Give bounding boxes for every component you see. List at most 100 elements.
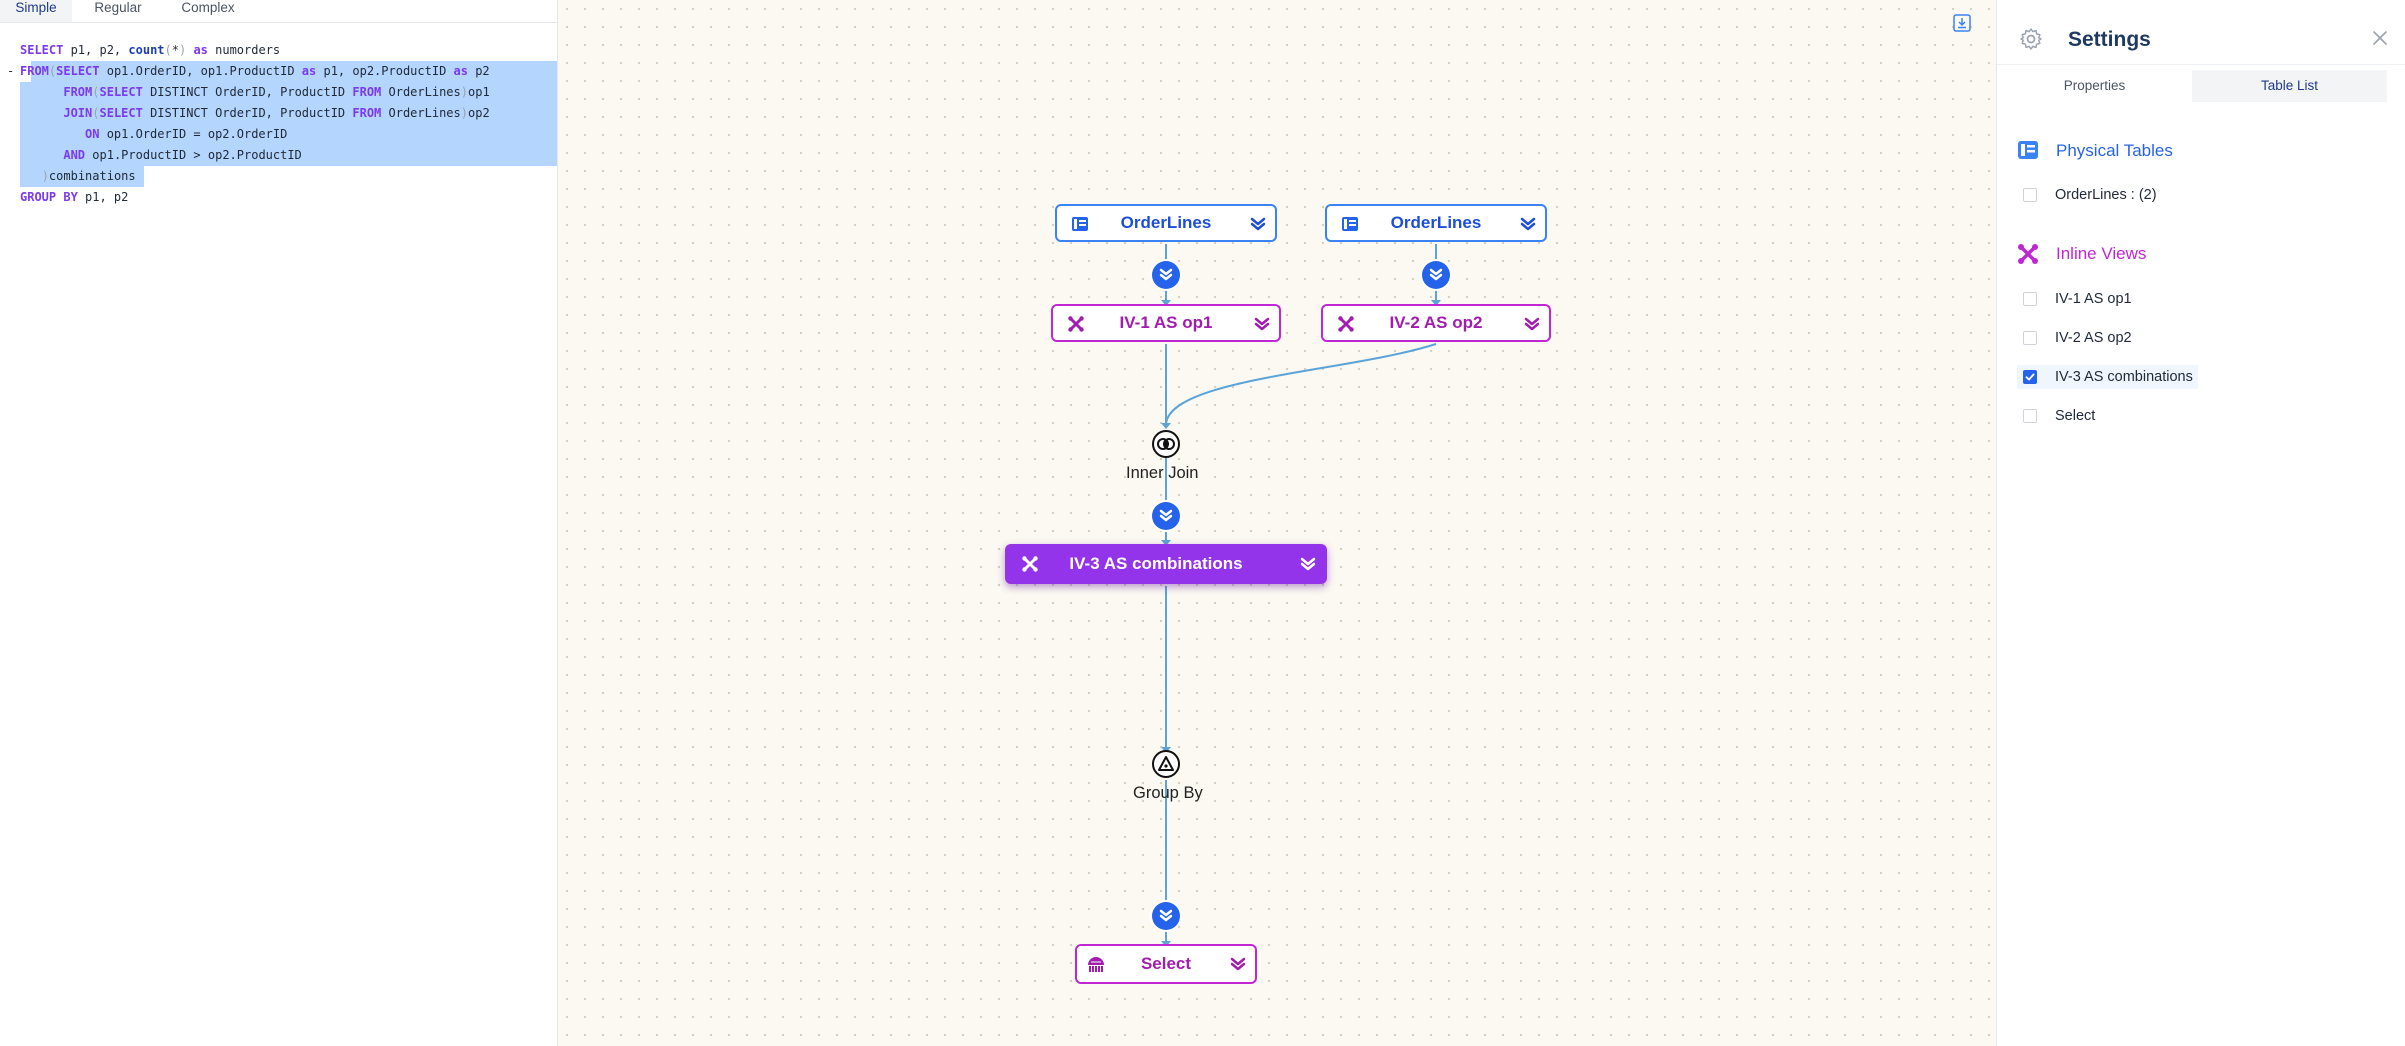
settings-title: Settings (2068, 28, 2151, 51)
node-label: IV-2 AS op2 (1389, 313, 1483, 332)
code-token: ( (48, 64, 57, 78)
settings-tabs: Properties Table List (1997, 70, 2393, 102)
tab-table-list[interactable]: Table List (2192, 70, 2387, 102)
table-node-orderlines-1[interactable]: OrderLines (1055, 204, 1277, 242)
code-token: ( (92, 106, 100, 120)
inline-view-list-item-label: IV-3 AS combinations (2055, 369, 2193, 385)
table-list-item[interactable]: OrderLines : (2) (2017, 183, 2160, 207)
fold-toggle[interactable]: - (7, 64, 15, 78)
inline-view-node-iv2[interactable]: IV-2 AS op2 (1321, 304, 1551, 342)
code-token: ( (164, 43, 172, 57)
inline-view-icon (1068, 316, 1084, 332)
expand-connector[interactable] (1152, 902, 1180, 930)
download-icon[interactable] (1953, 14, 1971, 32)
node-label: OrderLines (1390, 213, 1482, 232)
checkbox[interactable] (2023, 292, 2037, 306)
chevron-down-icon[interactable] (1249, 215, 1267, 233)
double-chevron-down-icon (1159, 509, 1173, 522)
physical-tables-title: Physical Tables (2056, 141, 2173, 160)
gear-icon (2020, 28, 2042, 50)
tab-properties[interactable]: Properties (2063, 78, 2126, 93)
inline-view-list-item[interactable]: IV-3 AS combinations (2017, 365, 2198, 389)
code-token: ) (178, 43, 187, 57)
inline-view-list-item[interactable]: IV-1 AS op1 (2017, 287, 2135, 311)
node-label: OrderLines (1120, 213, 1212, 232)
table-icon (1342, 217, 1358, 231)
inline-view-node-iv1[interactable]: IV-1 AS op1 (1051, 304, 1281, 342)
group-by-operator[interactable] (1152, 750, 1180, 778)
inner-join-icon (1157, 438, 1175, 450)
code-token: FROM (352, 106, 382, 120)
code-line: JOIN(SELECT DISTINCT OrderID, ProductID … (0, 103, 557, 124)
edge (1165, 343, 1437, 425)
select-node[interactable]: Select (1075, 944, 1257, 984)
sql-editor-pane: Simple Regular Complex SELECT p1, p2, co… (0, 0, 558, 1046)
arrowhead (1161, 423, 1171, 429)
code-token: AND (63, 148, 86, 162)
node-label: IV-1 AS op1 (1119, 313, 1213, 332)
settings-panel: Settings Properties Table List Physical … (1996, 0, 2405, 1046)
chevron-down-icon[interactable] (1299, 555, 1317, 573)
inner-join-label: Inner Join (1126, 464, 1199, 482)
selection-highlight (31, 61, 557, 82)
inline-view-list-item[interactable]: IV-2 AS op2 (2017, 326, 2135, 350)
code-line-text: GROUP BY p1, p2 (20, 187, 128, 208)
code-token: as (193, 43, 208, 57)
checkbox[interactable] (2023, 409, 2037, 423)
tab-complex[interactable]: Complex (181, 0, 235, 15)
double-chevron-down-icon (1429, 268, 1443, 281)
diagram-edges (1161, 244, 1441, 947)
code-line: FROM(SELECT DISTINCT OrderID, ProductID … (0, 82, 557, 103)
code-token: SELECT (56, 64, 100, 78)
checkbox[interactable] (2023, 188, 2037, 202)
code-line-text: AND op1.ProductID > op2.ProductID (20, 145, 301, 166)
code-token: p1, p2 (77, 190, 129, 204)
code-line: AND op1.ProductID > op2.ProductID (0, 145, 557, 166)
code-token: p2 (467, 64, 490, 78)
inline-view-node-iv3[interactable]: IV-3 AS combinations (1005, 544, 1327, 584)
selection-highlight (20, 166, 144, 187)
expand-connector[interactable] (1152, 261, 1180, 289)
chevron-down-icon[interactable] (1253, 315, 1271, 333)
code-line: ON op1.OrderID = op2.OrderID (0, 124, 557, 145)
code-line: SELECT p1, p2, count(*) as numorders (0, 40, 557, 61)
query-diagram-canvas[interactable]: OrderLines OrderLines IV-1 AS op1 IV-2 A… (558, 0, 1996, 1046)
chevron-down-icon[interactable] (1523, 315, 1541, 333)
group-by-label: Group By (1133, 784, 1203, 802)
inner-join-operator[interactable] (1152, 430, 1180, 458)
checkbox-checked[interactable] (2023, 370, 2037, 384)
group-by-icon (1158, 756, 1174, 771)
code-token: as (453, 64, 468, 78)
node-label: Select (1140, 954, 1192, 973)
code-line-text: FROM(SELECT DISTINCT OrderID, ProductID … (20, 82, 490, 103)
code-token: op1.OrderID = op2.OrderID (99, 127, 288, 141)
code-token (20, 148, 63, 162)
code-token: SELECT (20, 43, 64, 57)
close-icon[interactable] (2370, 28, 2390, 48)
code-line: GROUP BY p1, p2 (0, 187, 557, 208)
code-token: FROM (63, 85, 93, 99)
code-token: DISTINCT OrderID, ProductID (142, 106, 353, 120)
expand-connector[interactable] (1422, 261, 1450, 289)
inline-view-list-item[interactable]: Select (2017, 404, 2098, 428)
editor-mode-tabs: Simple Regular Complex (0, 0, 557, 23)
chevron-down-icon[interactable] (1519, 215, 1537, 233)
code-token: ) (460, 85, 468, 99)
tab-simple[interactable]: Simple (0, 0, 72, 22)
inline-view-icon (1022, 556, 1038, 572)
code-token: p1, p2, (63, 43, 129, 57)
code-token: OrderLines (381, 106, 461, 120)
select-icon (1088, 957, 1104, 972)
code-token: SELECT (99, 106, 143, 120)
code-token: op1 (468, 85, 490, 99)
selection-highlight (20, 82, 557, 103)
code-token: FROM (352, 85, 382, 99)
chevron-down-icon[interactable] (1229, 955, 1247, 973)
checkbox[interactable] (2023, 331, 2037, 345)
expand-connector[interactable] (1152, 502, 1180, 530)
code-token: p1, op2.ProductID (316, 64, 454, 78)
table-node-orderlines-2[interactable]: OrderLines (1325, 204, 1547, 242)
code-token (20, 85, 63, 99)
code-token: count (128, 43, 165, 57)
tab-regular[interactable]: Regular (94, 0, 142, 15)
